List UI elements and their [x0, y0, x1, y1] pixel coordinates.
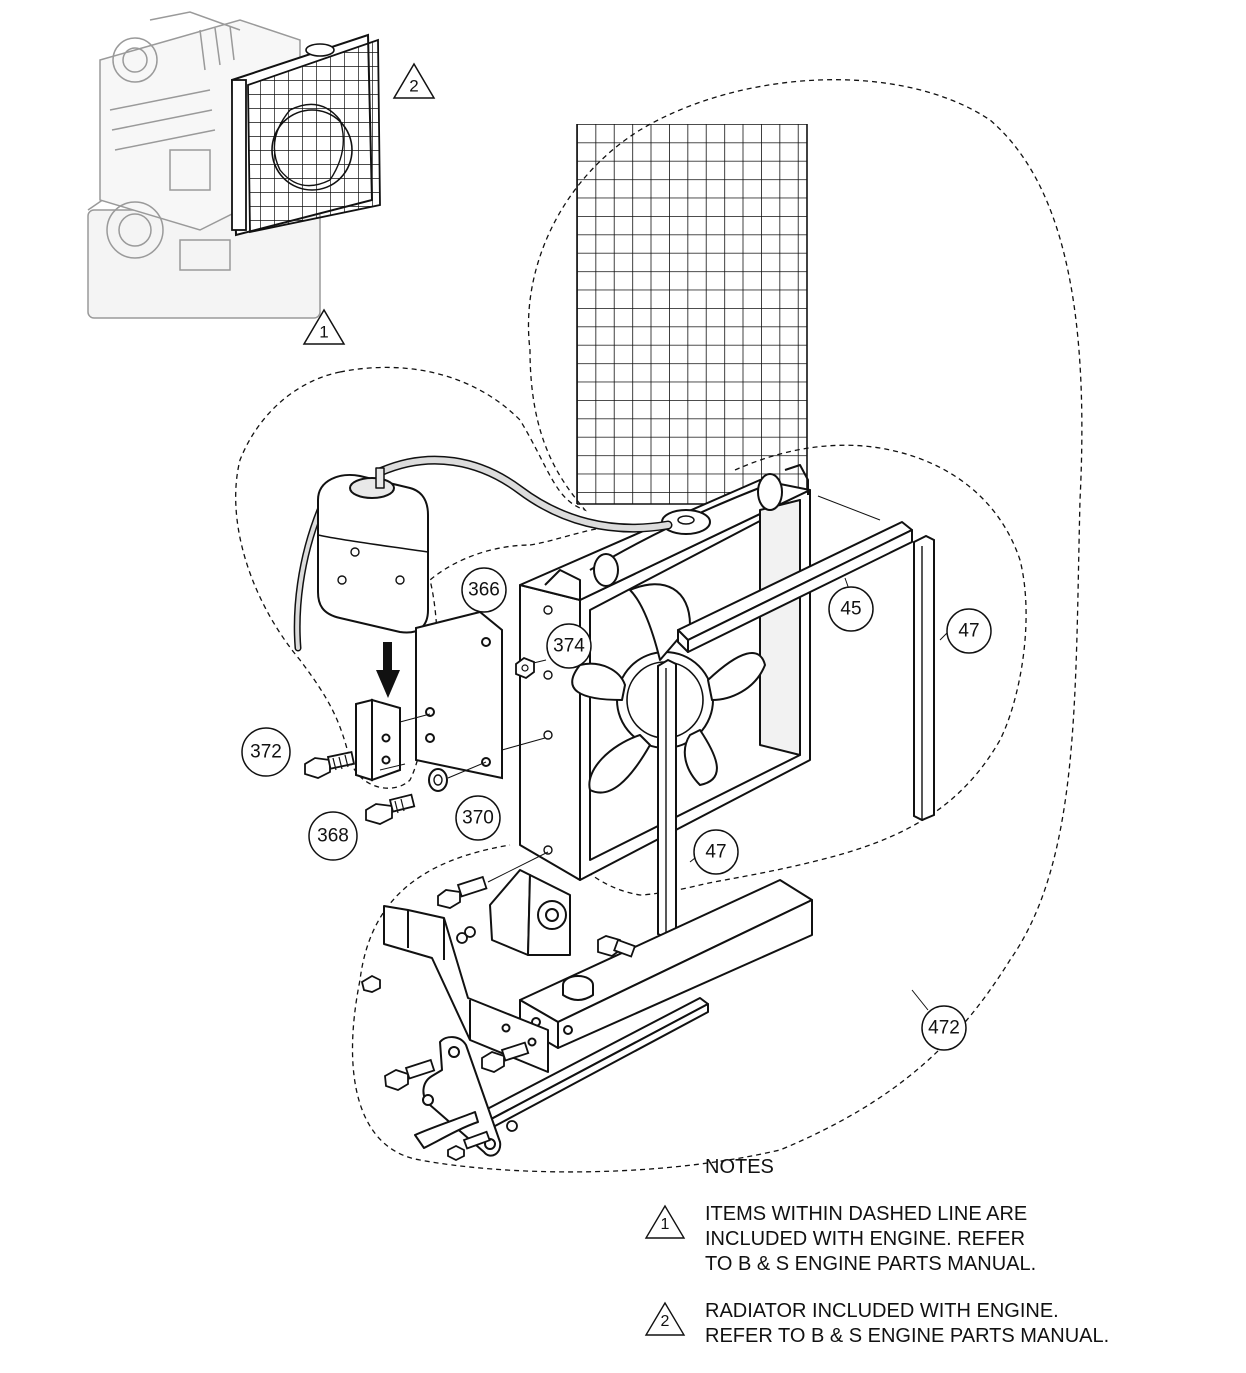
- rubber-strip-47-right: [913, 534, 935, 822]
- inset-radiator: [230, 33, 381, 237]
- callout-47-right-label: 47: [958, 621, 979, 642]
- lower-frame: [383, 869, 813, 1157]
- callout-47-lower: 47: [693, 829, 739, 875]
- leader-lines: [379, 495, 949, 1011]
- washer-370: [428, 768, 448, 792]
- nut-374: [515, 656, 535, 680]
- notes-section: NOTES 1 ITEMS WITHIN DASHED LINE ARE INC…: [644, 1155, 1225, 1371]
- callout-374-label: 374: [553, 636, 585, 657]
- note-1-line-1: ITEMS WITHIN DASHED LINE ARE: [705, 1203, 1028, 1225]
- note-1-marker: 1: [302, 308, 346, 345]
- callout-370-label: 370: [462, 808, 494, 829]
- mounting-plate: [415, 610, 503, 780]
- callout-47-lower-label: 47: [705, 842, 726, 863]
- callout-368-label: 368: [317, 826, 349, 847]
- note-2: 2 RADIATOR INCLUDED WITH ENGINE. REFER T…: [644, 1299, 1225, 1349]
- rubber-strip-45: [677, 521, 913, 653]
- rubber-strip-47-lower: [657, 658, 677, 940]
- callout-366: 366: [461, 567, 507, 613]
- callout-45: 45: [828, 586, 874, 632]
- overflow-tank: [317, 467, 429, 634]
- note-2-triangle-icon: 2: [644, 1301, 686, 1336]
- note-1-line-3: TO B & S ENGINE PARTS MANUAL.: [705, 1253, 1037, 1275]
- tri-1-label: 1: [319, 323, 328, 342]
- callout-372-label: 372: [250, 742, 282, 763]
- grille-screen: [576, 124, 808, 505]
- note-2-marker-label: 2: [661, 1313, 670, 1330]
- tri-2-label: 2: [409, 77, 418, 96]
- tank-bracket: [355, 698, 401, 782]
- callout-370: 370: [455, 795, 501, 841]
- callout-472: 472: [921, 1005, 967, 1051]
- install-arrow: [376, 642, 400, 698]
- note-2-line-2: REFER TO B & S ENGINE PARTS MANUAL.: [705, 1325, 1110, 1347]
- note-1: 1 ITEMS WITHIN DASHED LINE ARE INCLUDED …: [644, 1202, 1225, 1277]
- callout-366-label: 366: [468, 580, 500, 601]
- callout-472-label: 472: [928, 1018, 960, 1039]
- note-2-line-1: RADIATOR INCLUDED WITH ENGINE.: [705, 1300, 1059, 1322]
- callout-374: 374: [546, 623, 592, 669]
- bolt-368: [365, 793, 416, 825]
- note-1-marker-label: 1: [661, 1216, 670, 1233]
- callout-368: 368: [308, 811, 358, 861]
- bolt-372: [304, 750, 356, 779]
- note-1-line-2: INCLUDED WITH ENGINE. REFER: [705, 1228, 1026, 1250]
- lower-hardware: [360, 875, 637, 1162]
- callout-47-right: 47: [946, 608, 992, 654]
- callout-45-label: 45: [840, 599, 861, 620]
- note-2-marker: 2: [392, 62, 436, 99]
- overflow-hose: [293, 455, 673, 652]
- callout-372: 372: [241, 727, 291, 777]
- note-1-triangle-icon: 1: [644, 1204, 686, 1239]
- notes-title: NOTES: [705, 1156, 774, 1178]
